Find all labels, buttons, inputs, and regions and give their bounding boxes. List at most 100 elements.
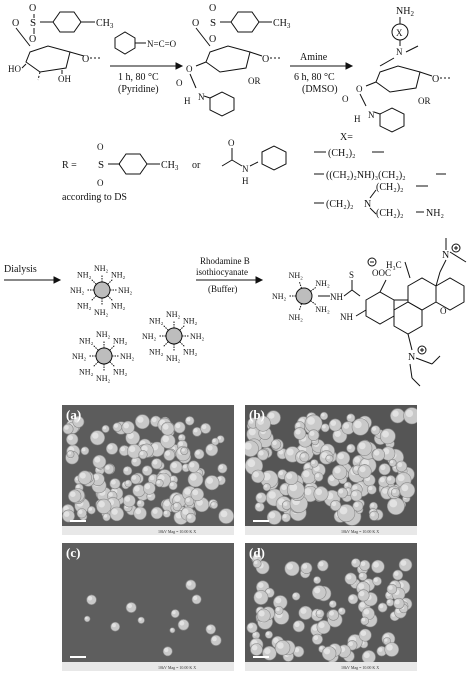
- svg-text:O: O: [342, 94, 349, 104]
- sem-particle-highlight: [247, 459, 256, 468]
- sem-particle-highlight: [318, 622, 325, 629]
- sem-particle-highlight: [392, 410, 399, 417]
- sem-particle-highlight: [339, 506, 348, 515]
- sem-particle-highlight: [361, 617, 366, 622]
- svg-text:O: O: [209, 34, 216, 45]
- sem-label-d: (d): [249, 545, 265, 560]
- sem-particle-highlight: [124, 496, 131, 502]
- r-definition: R = S O O CH3 or O N H according to DS: [62, 138, 287, 203]
- sem-particle-highlight: [387, 476, 392, 481]
- sem-particle-highlight: [253, 555, 258, 560]
- sem-particle-highlight: [286, 473, 293, 479]
- product-or: OR: [418, 96, 431, 106]
- sem-label-b: (b): [249, 407, 265, 422]
- sem-particle-highlight: [405, 409, 414, 418]
- svg-text:O: O: [228, 138, 235, 148]
- sem-particle-highlight: [302, 563, 308, 569]
- sem-particle-highlight: [139, 451, 144, 456]
- sem-particle-highlight: [394, 571, 399, 576]
- nh2-label: NH₂: [120, 352, 135, 361]
- sem-particle-highlight: [272, 440, 277, 446]
- sem-particle-highlight: [252, 645, 258, 651]
- nanoparticle-spoke: [310, 286, 317, 292]
- sem-particle-highlight: [283, 501, 288, 506]
- rhodamine-n-top: N: [442, 250, 449, 261]
- sem-particle-highlight: [289, 483, 298, 492]
- step2-condition-1: 6 h, 80 °C: [294, 72, 335, 83]
- nh2-label: NH₂: [113, 368, 128, 377]
- sem-particle-highlight: [394, 599, 400, 605]
- sem-particle-highlight: [258, 582, 264, 588]
- nh2-label: NH₂: [113, 336, 128, 345]
- sem-particle-highlight: [79, 472, 86, 479]
- sem-particle-highlight: [189, 473, 197, 481]
- sem-particle-highlight: [179, 620, 185, 626]
- svg-text:NH: NH: [330, 292, 343, 302]
- sem-particle-highlight: [322, 424, 326, 429]
- sem-particle-highlight: [352, 485, 358, 491]
- sem-particle-highlight: [373, 450, 380, 456]
- sem-particle-highlight: [266, 631, 270, 636]
- sem-particle-highlight: [131, 475, 137, 480]
- sem-particle-highlight: [330, 601, 334, 605]
- sem-particle-highlight: [363, 609, 370, 615]
- sem-particle: [327, 609, 340, 621]
- nanoparticle-core: [165, 327, 183, 345]
- nanoparticle-spoke: [298, 281, 303, 289]
- step2-condition-2: (DMSO): [302, 84, 338, 95]
- sem-particle-highlight: [187, 514, 192, 519]
- nanoparticle-spoke: [107, 279, 113, 285]
- nh2-label: NH₂: [149, 348, 164, 357]
- sem-particle-highlight: [319, 646, 323, 650]
- nh2-label: NH₂: [94, 264, 109, 273]
- sem-particle-highlight: [111, 508, 118, 515]
- sem-particle-highlight: [218, 464, 224, 470]
- sem-particle-highlight: [127, 432, 134, 439]
- sem-particle-highlight: [186, 417, 191, 422]
- sem-particle-highlight: [220, 510, 228, 518]
- sem-particle-highlight: [144, 483, 151, 490]
- nanoparticle-core: [295, 287, 313, 305]
- nanoparticle-spoke: [107, 295, 113, 301]
- sem-particle-highlight: [254, 560, 258, 565]
- nh2-label: NH₂: [96, 330, 111, 339]
- svg-text:O: O: [97, 142, 104, 152]
- sem-particle-highlight: [378, 647, 383, 652]
- svg-text:O: O: [29, 3, 36, 14]
- sem-particle-highlight: [248, 623, 253, 629]
- nh2-label: NH₂: [149, 316, 164, 325]
- sem-particle-highlight: [334, 467, 341, 474]
- sem-particle-highlight: [386, 644, 393, 651]
- sem-particle-highlight: [256, 503, 261, 508]
- sem-particle-highlight: [143, 467, 148, 472]
- sem-particle-highlight: [321, 413, 325, 417]
- sem-particle-highlight: [326, 455, 330, 460]
- x-label: X=: [340, 132, 353, 143]
- sem-particle-highlight: [174, 495, 181, 502]
- sem-particle-highlight: [258, 450, 264, 456]
- sem-particle-highlight: [372, 426, 377, 431]
- nanoparticle-core: [93, 281, 111, 299]
- nh2-label: NH₂: [94, 308, 109, 317]
- sem-particle-highlight: [315, 473, 320, 478]
- sem-particle-highlight: [67, 451, 72, 455]
- sem-particle-highlight: [137, 416, 144, 423]
- sem-footer-d: 10kV Mag = 10.00 K X: [341, 665, 379, 670]
- sem-particle-highlight: [189, 462, 195, 468]
- particles-d: [246, 553, 413, 665]
- step3-above: Dialysis: [4, 264, 37, 275]
- nanoparticle-spoke: [310, 300, 317, 306]
- sem-particle-highlight: [275, 607, 280, 612]
- sem-particle-highlight: [94, 456, 101, 463]
- svg-text:O: O: [440, 306, 447, 316]
- x-item-5: (CH₂)₂: [376, 208, 404, 219]
- sem-particle-highlight: [329, 475, 335, 482]
- sem-particle-highlight: [162, 435, 169, 443]
- intermediate-o: O: [186, 64, 193, 74]
- x-definition: X= (CH₂)₂ ((CH₂)₂NH)₃(CH₂)₂ (CH₂)₂ N (CH…: [314, 132, 446, 219]
- tosyl-cellulose-structure: CH3 S O O O O HO OH: [8, 3, 114, 84]
- nanoparticle-spoke: [163, 341, 169, 347]
- sem-particle-highlight: [255, 592, 263, 599]
- sem-particle-highlight: [93, 474, 99, 481]
- svg-text:O: O: [29, 34, 36, 45]
